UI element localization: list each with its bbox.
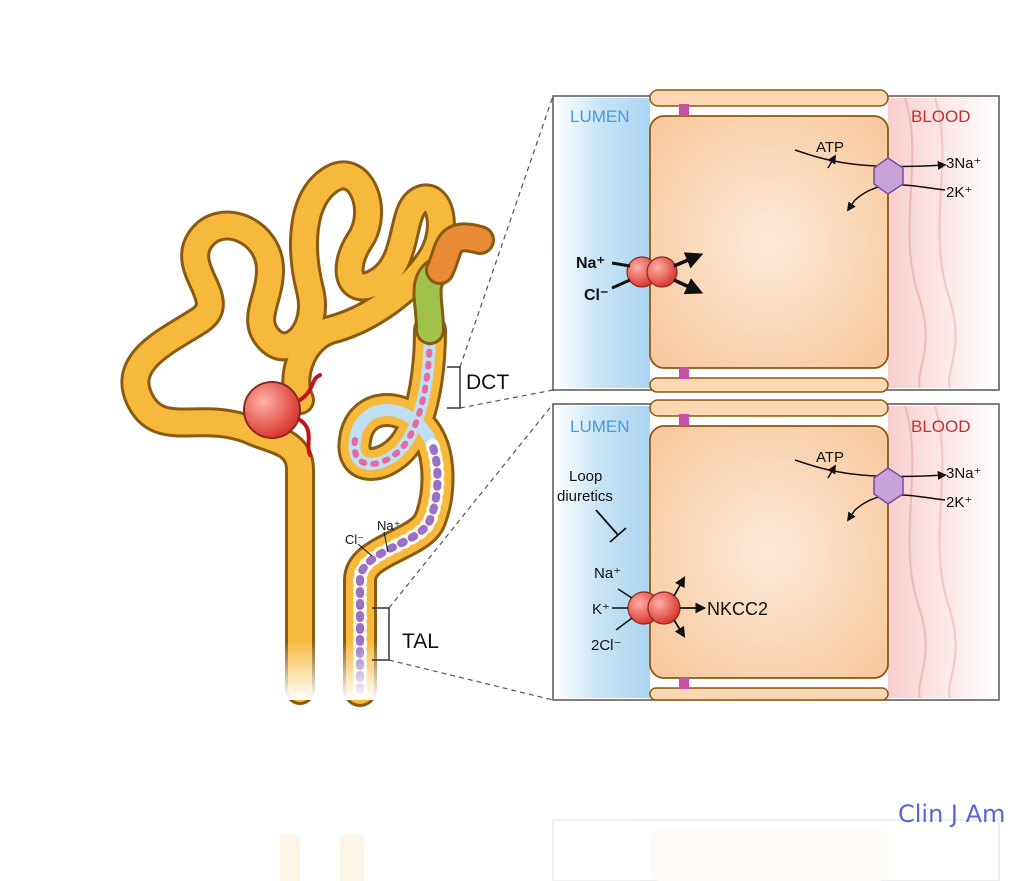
- nephron-illustration: Cl⁻ Na⁺ DCT TAL: [120, 95, 554, 707]
- tal-cell-panel: LUMEN BLOOD ATP 3Na⁺ 2K⁺ Loop diuretics …: [552, 399, 1000, 701]
- dct-3na-label: 3Na⁺: [946, 155, 981, 172]
- dct-2k-label: 2K⁺: [946, 184, 972, 201]
- loop-diuretics-label-line1: Loop: [569, 468, 602, 485]
- tal-lumen-label: LUMEN: [570, 417, 630, 436]
- tal-label: TAL: [402, 630, 439, 653]
- tal-cell-bottom-neighbor: [649, 687, 889, 701]
- loop-of-henle: [337, 313, 455, 707]
- dct-cell-bottom-neighbor: [649, 377, 889, 393]
- tal-na-k-atpase: [794, 459, 947, 522]
- dct-atp-label: ATP: [816, 139, 844, 156]
- tal-blood-label: BLOOD: [911, 417, 971, 436]
- dct-lumen-label: LUMEN: [570, 107, 630, 126]
- tal-k-label: K⁺: [592, 601, 610, 618]
- dct-cl-label: Cl⁻: [584, 287, 608, 304]
- inhibition-symbol: [595, 509, 627, 543]
- loop-diuretics-label-line2: diuretics: [557, 488, 613, 505]
- dct-cell-panel: LUMEN BLOOD ATP 3Na⁺ 2K⁺ Na⁺ Cl⁻: [552, 89, 1000, 393]
- dct-lumen-area: [555, 98, 650, 388]
- dct-epithelial-cell: [649, 115, 889, 369]
- tal-2k-label: 2K⁺: [946, 494, 972, 511]
- dct-blood-label: BLOOD: [911, 107, 971, 126]
- nkcc2-label: NKCC2: [707, 599, 768, 619]
- dct-na-label: Na⁺: [576, 255, 605, 272]
- tal-tight-junction-bottom: [679, 677, 689, 689]
- tal-3na-label: 3Na⁺: [946, 465, 981, 482]
- dct-tight-junction-bottom: [679, 367, 689, 379]
- tal-epithelial-cell: [649, 425, 889, 679]
- dct-cell-top-neighbor: [649, 89, 889, 107]
- tal-2cl-label: 2Cl⁻: [591, 637, 621, 654]
- dct-na-k-atpase: [794, 149, 947, 212]
- tal-pump-icon: [873, 467, 904, 505]
- tal-lumen-area: [555, 406, 650, 698]
- zoom-lines: [388, 95, 554, 701]
- nephron-cl-label: Cl⁻: [345, 532, 364, 547]
- tal-atp-label: ATP: [816, 449, 844, 466]
- tal-na-label: Na⁺: [594, 565, 621, 582]
- citation-text: Clin J Am: [898, 800, 1006, 828]
- dct-pump-icon: [873, 157, 904, 195]
- dct-tight-junction-top: [679, 104, 689, 116]
- nephron-na-label: Na⁺: [377, 518, 400, 533]
- tal-tight-junction-top: [679, 414, 689, 426]
- proximal-tubule: [120, 160, 456, 705]
- reflection: [280, 819, 1000, 881]
- tal-nkcc2-transporter: [612, 576, 707, 638]
- dct-ncc-transporter: [611, 252, 704, 295]
- tal-bracket: [372, 607, 390, 661]
- glomerulus: [243, 381, 301, 439]
- dct-label: DCT: [466, 371, 509, 394]
- afferent-arteriole: [298, 373, 322, 457]
- dct-bracket: [447, 366, 461, 409]
- tal-cell-top-neighbor: [649, 399, 889, 417]
